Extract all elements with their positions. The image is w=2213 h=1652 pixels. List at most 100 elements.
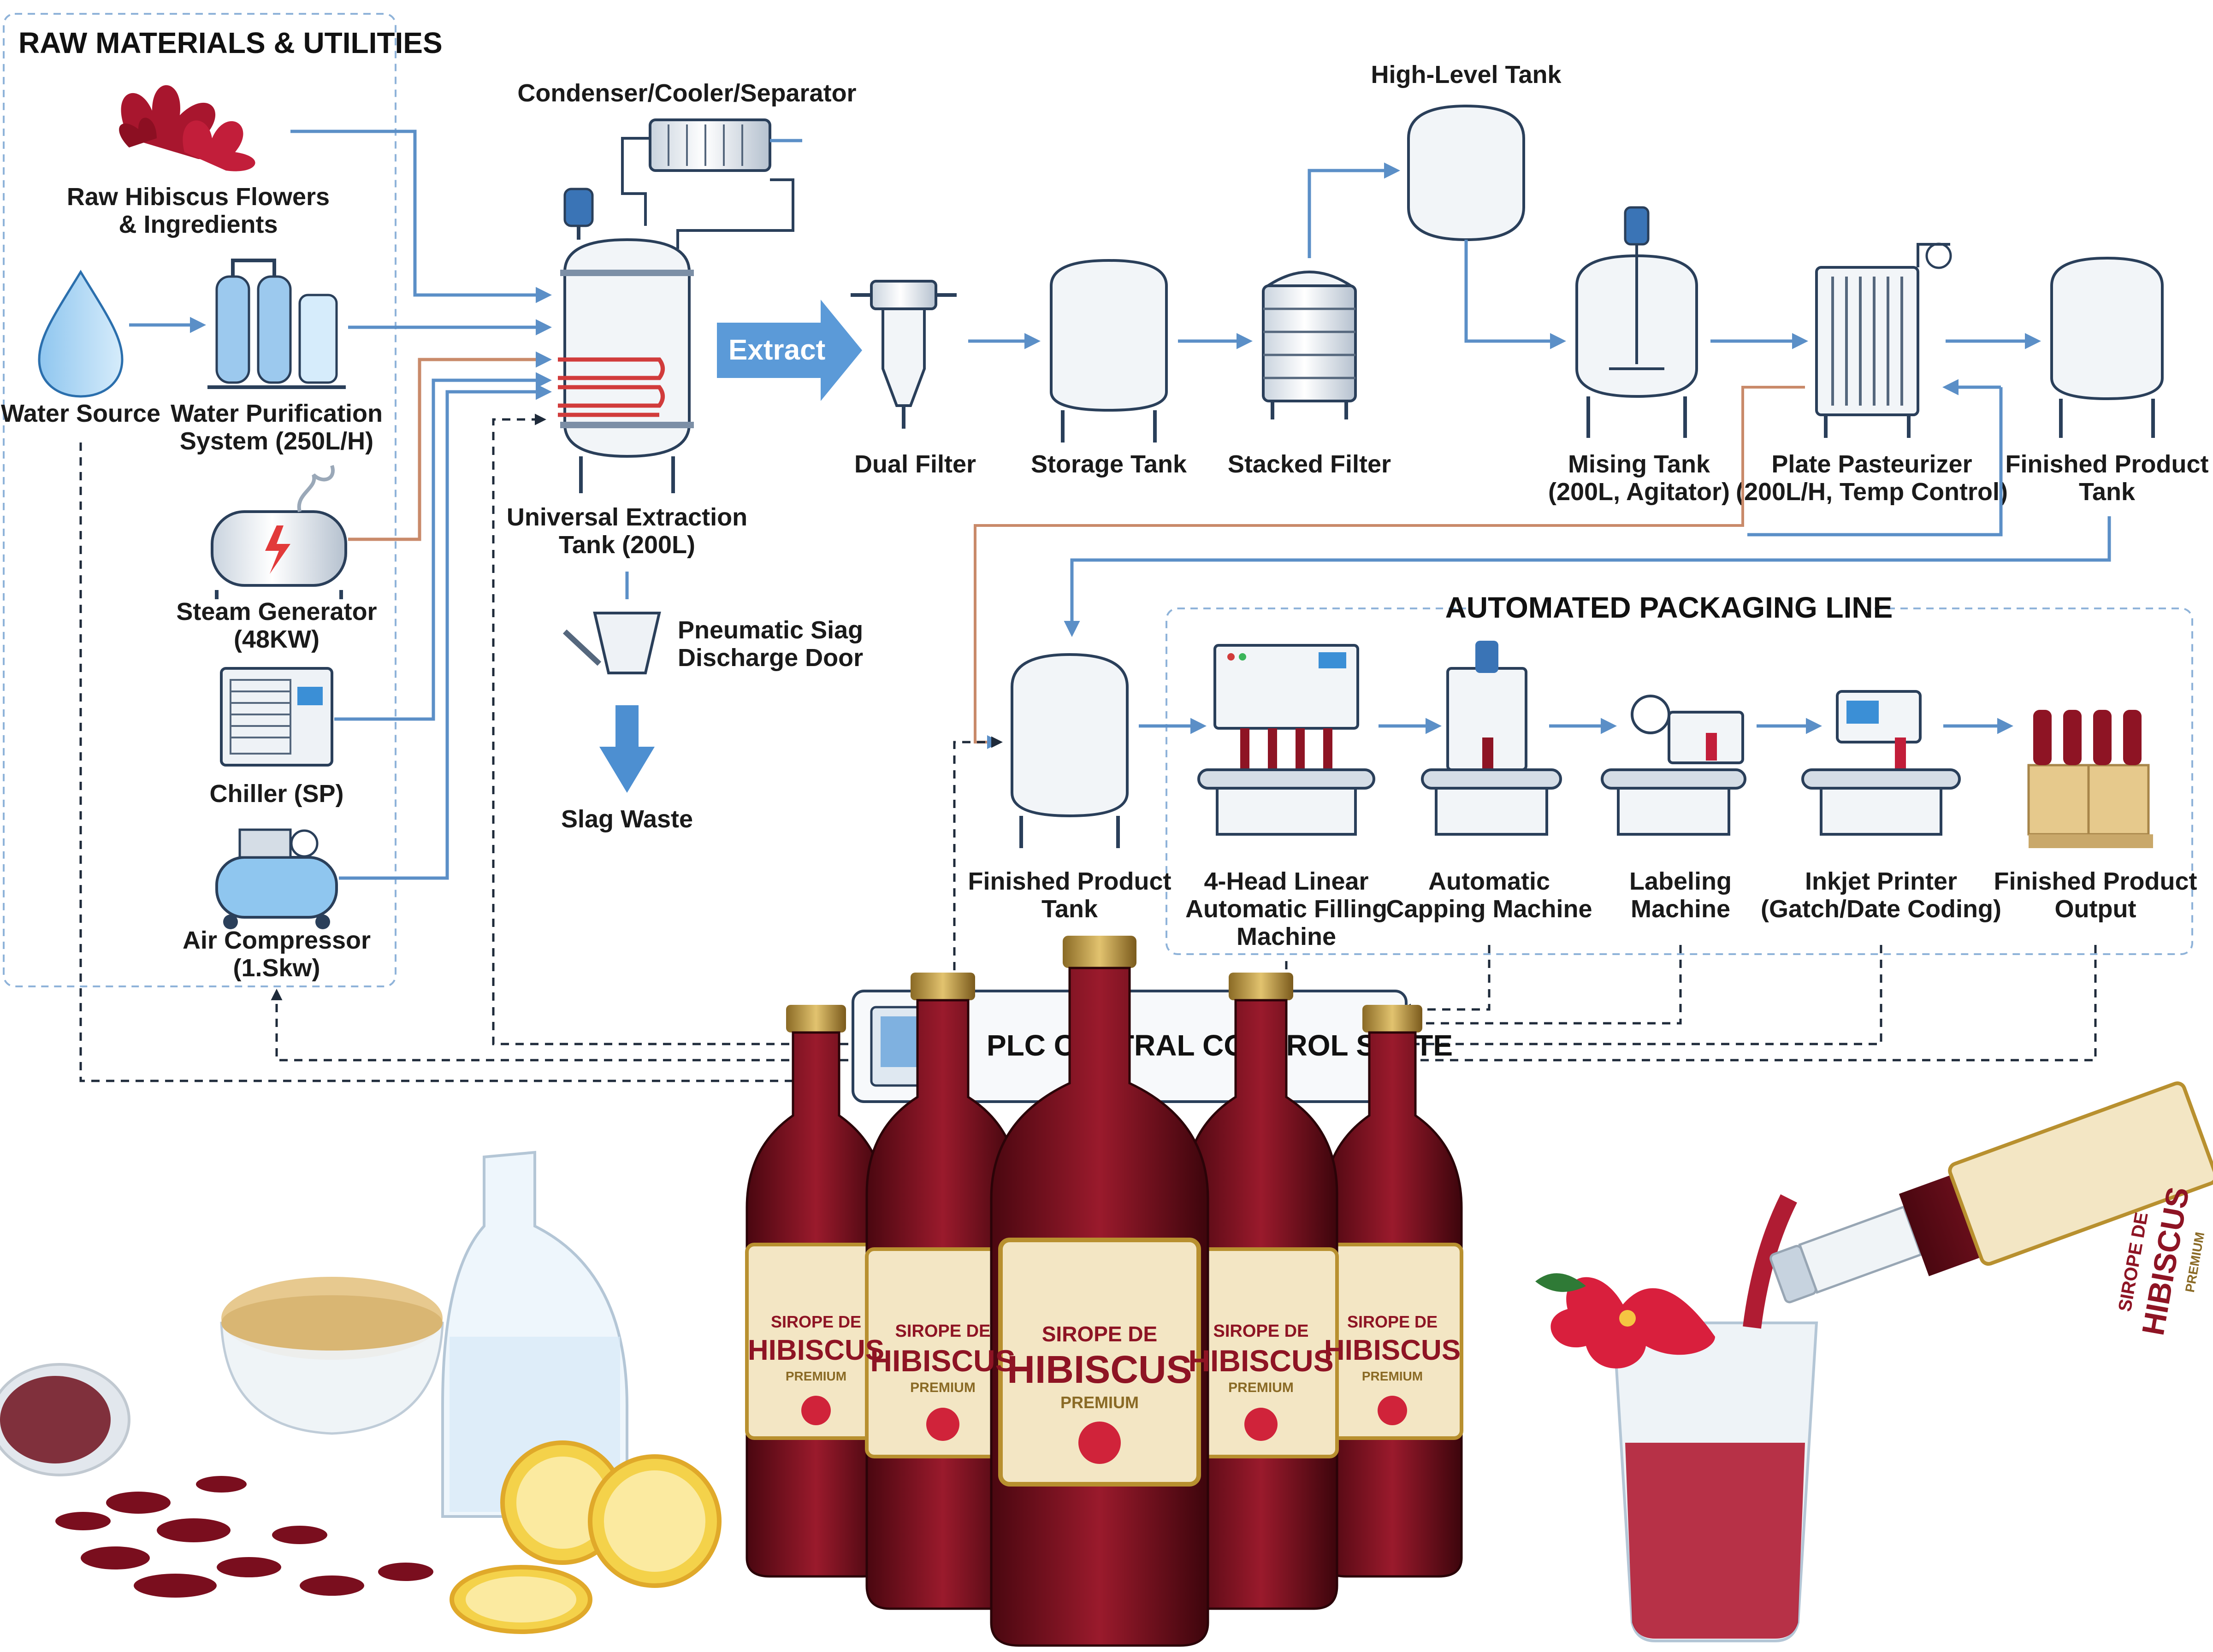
filling-machine-icon: [1197, 644, 1375, 836]
label-2-line3: PREMIUM: [910, 1380, 976, 1395]
finished-tank-2-label-1: Finished Product: [968, 867, 1171, 895]
raw-materials-title: RAW MATERIALS & UTILITIES: [18, 26, 443, 59]
mixing-tank-icon: [1575, 206, 1698, 438]
pasteurizer-label-2: (200L/H, Temp Control): [1736, 478, 2008, 506]
capping-label-2: Capping Machine: [1386, 895, 1592, 923]
extract-arrow-label: Extract: [728, 334, 825, 366]
syrup-bottle-2: [865, 973, 1021, 1610]
extraction-tank-label-2: Tank (200L): [559, 531, 695, 559]
extraction-tank-label-1: Universal Extraction: [507, 503, 747, 531]
label-1-line2: HIBISCUS: [748, 1334, 884, 1366]
syrup-bottle-3: [990, 936, 1209, 1647]
labeling-label-1: Labeling: [1629, 867, 1732, 895]
finished-tank-2-label-2: Tank: [1041, 895, 1098, 923]
label-hibiscus-icons: [801, 1396, 1407, 1464]
slag-door-label-2: Discharge Door: [678, 644, 863, 672]
condenser-label: Condenser/Cooler/Separator: [517, 79, 856, 107]
water-drop-icon: [38, 270, 124, 398]
steam-generator-label-1: Steam Generator: [176, 598, 377, 625]
high-level-tank-label: High-Level Tank: [1371, 61, 1562, 88]
high-level-tank-icon: [1407, 104, 1525, 242]
label-3-line2: HIBISCUS: [1007, 1348, 1192, 1391]
dual-filter-label: Dual Filter: [854, 450, 976, 478]
plc-control-lines: [79, 413, 2097, 1082]
pasteurizer-label-1: Plate Pasteurizer: [1771, 450, 1972, 478]
label-4-line2: HIBISCUS: [1188, 1344, 1333, 1378]
lemon-halves-illustration: [450, 1440, 722, 1634]
condenser-icon: [621, 118, 802, 249]
raw-materials-group-box: [3, 13, 396, 987]
pipe-pasteurizer-return: [1747, 387, 2003, 537]
chiller-icon: [220, 667, 333, 767]
water-purification-label-1: Water Purification: [171, 400, 383, 427]
finished-tank-1-label-2: Tank: [2079, 478, 2136, 506]
label-5-line1: SIROPE DE: [1347, 1312, 1438, 1331]
finished-output-label-1: Finished Product: [1994, 867, 2197, 895]
storage-tank-label: Storage Tank: [1031, 450, 1187, 478]
water-purification-icon: [207, 259, 346, 389]
utility-feed-pipes: [129, 130, 552, 880]
pouring-bottle: SIROPE DE HIBISCUS PREMIUM: [1743, 1081, 2213, 1338]
raw-flowers-label-2: & Ingredients: [118, 211, 278, 238]
extract-arrow: [717, 300, 862, 401]
slag-down-arrow: [599, 705, 655, 793]
label-4-line3: PREMIUM: [1228, 1380, 1294, 1395]
inkjet-label-1: Inkjet Printer: [1805, 867, 1957, 895]
finished-tank-1-label-1: Finished Product: [2005, 450, 2208, 478]
glass-with-hibiscus: [1535, 1273, 1818, 1642]
packaging-title-bg: [1466, 592, 1872, 625]
finished-output-label-2: Output: [2055, 895, 2136, 923]
chiller-label: Chiller (SP): [209, 780, 343, 808]
label-5-line2: HIBISCUS: [1324, 1334, 1461, 1366]
filling-label-1: 4-Head Linear: [1204, 867, 1368, 895]
bottle-label-text-4: SIROPE DE HIBISCUS PREMIUM: [1188, 1322, 1333, 1395]
label-1-line1: SIROPE DE: [771, 1312, 861, 1331]
label-4-line1: SIROPE DE: [1213, 1322, 1309, 1341]
labeling-label-2: Machine: [1631, 895, 1730, 923]
syrup-bottle-5: [1321, 1005, 1463, 1578]
stacked-filter-icon: [1262, 271, 1357, 419]
inkjet-label-2: (Gatch/Date Coding): [1761, 895, 2001, 923]
syrup-bottle-4: [1183, 973, 1339, 1610]
sugar-bowl-illustration: [220, 1277, 444, 1435]
capping-machine-icon: [1421, 641, 1562, 836]
mixing-tank-label-2: (200L, Agitator): [1548, 478, 1730, 506]
bottle-label-text-5: SIROPE DE HIBISCUS PREMIUM: [1324, 1312, 1461, 1383]
slag-door-label-1: Pneumatic Siag: [678, 616, 863, 644]
finished-tank-2-icon: [1011, 653, 1129, 848]
labeling-machine-icon: [1601, 695, 1746, 836]
label-3-line1: SIROPE DE: [1042, 1322, 1158, 1346]
slag-door-icon: [562, 612, 661, 674]
capping-label-1: Automatic: [1428, 867, 1550, 895]
label-1-line3: PREMIUM: [786, 1369, 846, 1383]
packaging-group-box: [1166, 608, 2193, 955]
pipe-stacked-highlevel: [1308, 162, 1400, 258]
raw-hibiscus-icon: [119, 85, 255, 171]
label-5-line3: PREMIUM: [1362, 1369, 1423, 1383]
inkjet-printer-icon: [1801, 690, 1961, 836]
steam-generator-icon: [211, 465, 347, 599]
steam-generator-label-2: (48KW): [234, 625, 320, 653]
stacked-filter-label: Stacked Filter: [1228, 450, 1391, 478]
pipe-finished1-to-finished2: [1064, 516, 2111, 637]
filling-label-3: Machine: [1237, 923, 1336, 950]
finished-tank-1-icon: [2050, 256, 2164, 438]
bottle-label-text-3: SIROPE DE HIBISCUS PREMIUM: [1007, 1322, 1192, 1412]
storage-tank-icon: [1050, 259, 1168, 442]
water-purification-label-2: System (250L/H): [180, 427, 373, 455]
raw-flowers-label-1: Raw Hibiscus Flowers: [67, 183, 330, 211]
bottle-label-text-2: SIROPE DE HIBISCUS PREMIUM: [870, 1322, 1015, 1395]
label-3-line3: PREMIUM: [1060, 1393, 1139, 1412]
syrup-bottle-1: [745, 1005, 887, 1578]
finished-output-icon: [2027, 710, 2153, 848]
dual-filter-icon: [851, 280, 957, 429]
plate-pasteurizer-icon: [1815, 242, 1952, 438]
packaging-title: AUTOMATED PACKAGING LINE: [1445, 591, 1893, 624]
hibiscus-jar-illustration: [0, 1363, 433, 1598]
filling-label-2: Automatic Filling: [1185, 895, 1387, 923]
water-source-label: Water Source: [1, 400, 160, 427]
air-compressor-label-2: (1.Skw): [233, 954, 320, 982]
label-2-line1: SIROPE DE: [895, 1322, 991, 1341]
pipe-highlevel-mixing: [1464, 240, 1566, 349]
label-2-line2: HIBISCUS: [870, 1344, 1015, 1378]
